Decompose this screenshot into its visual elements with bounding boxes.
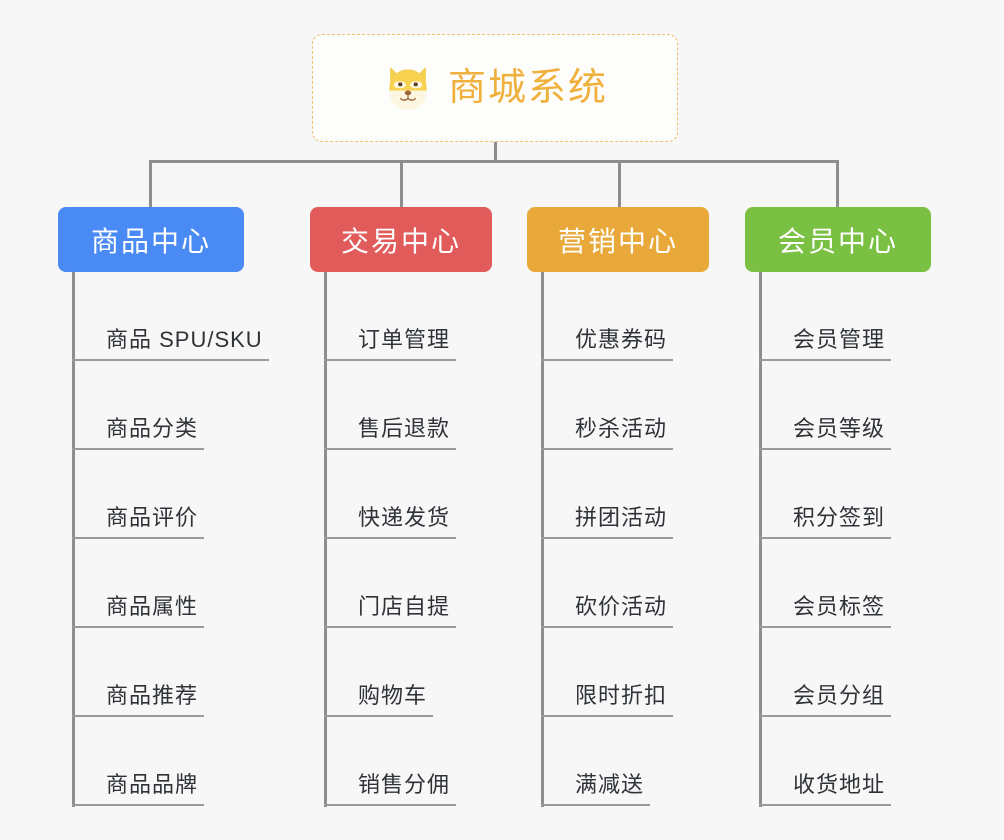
- list-item[interactable]: 限时折扣: [541, 628, 723, 717]
- leaf-label: 优惠券码: [541, 327, 674, 361]
- column-header-label: 交易中心: [340, 225, 461, 257]
- column-trunk-line: [541, 272, 544, 807]
- column-header-member-center[interactable]: 会员中心: [745, 207, 931, 272]
- leaf-label: 销售分佣: [324, 772, 457, 806]
- column-header-marketing-center[interactable]: 营销中心: [527, 207, 709, 272]
- leaf-label: 会员等级: [759, 416, 892, 450]
- list-item[interactable]: 商品分类: [72, 361, 258, 450]
- leaf-label: 收货地址: [759, 772, 892, 806]
- connector-root-stem: [494, 142, 497, 163]
- leaf-label: 会员分组: [759, 683, 892, 717]
- leaf-label: 积分签到: [759, 505, 892, 539]
- list-item[interactable]: 快递发货: [324, 450, 506, 539]
- leaf-list-marketing-center: 优惠券码 秒杀活动 拼团活动 砍价活动 限时折扣 满减送: [541, 272, 723, 806]
- column-trunk-line: [324, 272, 327, 807]
- leaf-label: 购物车: [324, 683, 434, 717]
- list-item[interactable]: 门店自提: [324, 539, 506, 628]
- leaf-label: 商品 SPU/SKU: [72, 327, 269, 361]
- leaf-label: 快递发货: [324, 505, 457, 539]
- column-header-trade-center[interactable]: 交易中心: [310, 207, 492, 272]
- leaf-label: 门店自提: [324, 594, 457, 628]
- leaf-label: 商品分类: [72, 416, 205, 450]
- leaf-label: 商品属性: [72, 594, 205, 628]
- column-header-product-center[interactable]: 商品中心: [58, 207, 244, 272]
- connector-drop-3: [618, 160, 621, 207]
- connector-drop-4: [836, 160, 839, 207]
- list-item[interactable]: 秒杀活动: [541, 361, 723, 450]
- leaf-list-product-center: 商品 SPU/SKU 商品分类 商品评价 商品属性 商品推荐 商品品牌: [72, 272, 269, 806]
- leaf-label: 商品评价: [72, 505, 205, 539]
- column-member-center: 会员中心 会员管理 会员等级 积分签到 会员标签 会员分组 收货地址: [745, 207, 931, 807]
- root-node-title: 商城系统: [447, 67, 608, 109]
- leaf-label: 会员标签: [759, 594, 892, 628]
- shiba-dog-face-icon: [389, 66, 427, 110]
- list-item[interactable]: 会员管理: [759, 272, 945, 361]
- column-trunk-line: [72, 272, 75, 807]
- leaf-label: 商品推荐: [72, 683, 205, 717]
- leaf-label: 满减送: [541, 772, 651, 806]
- column-marketing-center: 营销中心 优惠券码 秒杀活动 拼团活动 砍价活动 限时折扣 满减送: [527, 207, 709, 807]
- list-item[interactable]: 会员分组: [759, 628, 945, 717]
- list-item[interactable]: 商品推荐: [72, 628, 258, 717]
- connector-drop-2: [400, 160, 403, 207]
- list-item[interactable]: 满减送: [541, 717, 723, 806]
- leaf-label: 秒杀活动: [541, 416, 674, 450]
- list-item[interactable]: 销售分佣: [324, 717, 506, 806]
- column-header-label: 营销中心: [557, 225, 678, 257]
- leaf-list-member-center: 会员管理 会员等级 积分签到 会员标签 会员分组 收货地址: [759, 272, 945, 806]
- leaf-label: 商品品牌: [72, 772, 205, 806]
- column-header-label: 会员中心: [777, 225, 898, 257]
- leaf-label: 会员管理: [759, 327, 892, 361]
- list-item[interactable]: 商品属性: [72, 539, 258, 628]
- column-trunk-line: [759, 272, 762, 807]
- column-product-center: 商品中心 商品 SPU/SKU 商品分类 商品评价 商品属性 商品推荐 商品品牌: [58, 207, 269, 807]
- list-item[interactable]: 砍价活动: [541, 539, 723, 628]
- connector-horizontal-bar: [149, 160, 839, 163]
- list-item[interactable]: 拼团活动: [541, 450, 723, 539]
- leaf-label: 拼团活动: [541, 505, 674, 539]
- list-item[interactable]: 会员等级: [759, 361, 945, 450]
- connector-drop-1: [149, 160, 152, 207]
- column-header-label: 商品中心: [90, 225, 211, 257]
- leaf-label: 限时折扣: [541, 683, 674, 717]
- list-item[interactable]: 订单管理: [324, 272, 506, 361]
- leaf-list-trade-center: 订单管理 售后退款 快递发货 门店自提 购物车 销售分佣: [324, 272, 506, 806]
- list-item[interactable]: 会员标签: [759, 539, 945, 628]
- list-item[interactable]: 商品评价: [72, 450, 258, 539]
- leaf-label: 订单管理: [324, 327, 457, 361]
- list-item[interactable]: 售后退款: [324, 361, 506, 450]
- column-trade-center: 交易中心 订单管理 售后退款 快递发货 门店自提 购物车 销售分佣: [310, 207, 492, 807]
- root-node-mall-system[interactable]: 商城系统: [312, 34, 678, 142]
- list-item[interactable]: 商品品牌: [72, 717, 258, 806]
- list-item[interactable]: 收货地址: [759, 717, 945, 806]
- list-item[interactable]: 优惠券码: [541, 272, 723, 361]
- leaf-label: 砍价活动: [541, 594, 674, 628]
- list-item[interactable]: 商品 SPU/SKU: [72, 272, 269, 361]
- list-item[interactable]: 购物车: [324, 628, 506, 717]
- list-item[interactable]: 积分签到: [759, 450, 945, 539]
- leaf-label: 售后退款: [324, 416, 457, 450]
